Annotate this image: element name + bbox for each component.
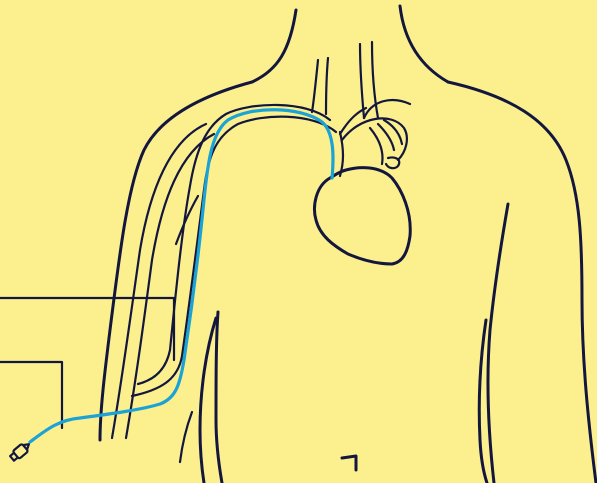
- picc-line-illustration: [0, 0, 597, 483]
- background: [0, 0, 597, 483]
- diagram-stage: [0, 0, 597, 483]
